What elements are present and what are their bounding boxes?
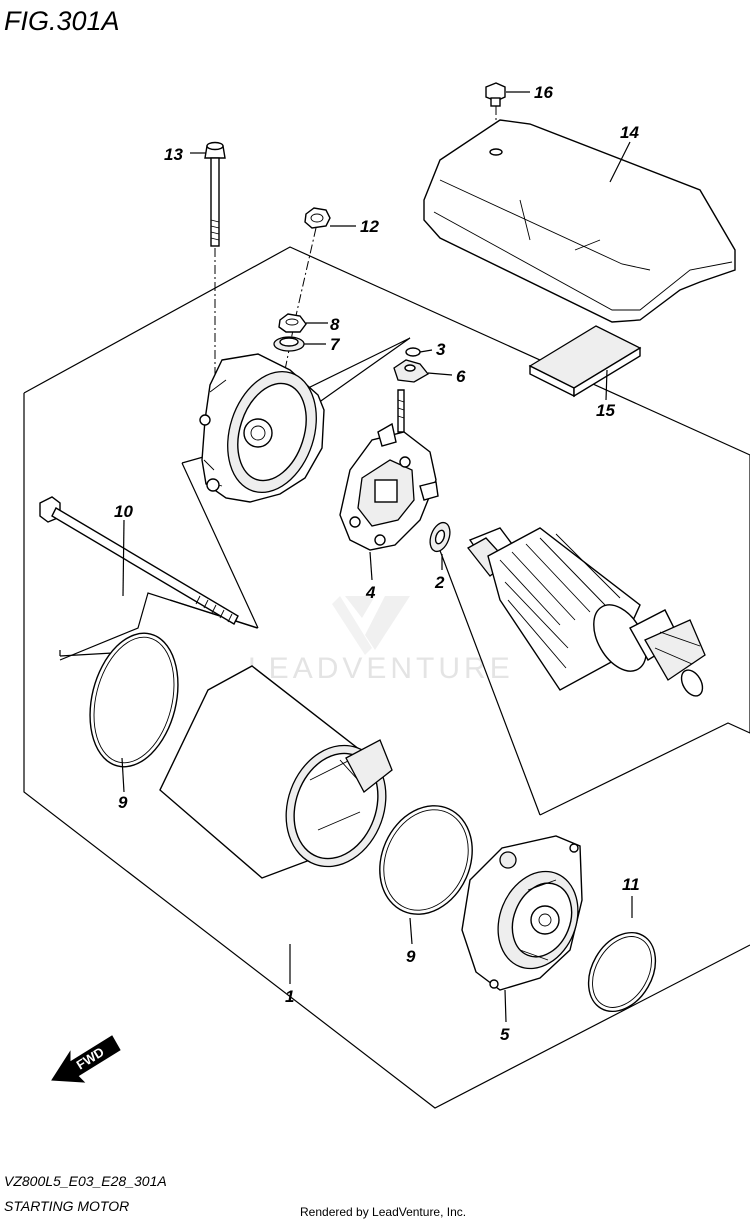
callout-15: 15 [596,401,615,420]
part-10-through-bolt [39,496,239,625]
callout-16: 16 [534,83,553,102]
part-13-bolt [204,141,226,247]
part-11-o-ring [587,931,657,1013]
part-2-washer [429,521,451,553]
callout-6: 6 [456,367,466,386]
part-7-washer [273,336,305,352]
callout-13: 13 [164,145,183,164]
part-armature [467,527,706,697]
callout-12: 12 [360,217,379,236]
part-15-pad [528,325,642,398]
part-16-bolt [485,82,506,107]
callout-9-left: 9 [118,793,128,812]
callout-1: 1 [285,987,294,1006]
part-3-o-ring [405,347,421,357]
figure-title: FIG.301A [4,6,120,36]
part-9-o-ring-right-inner [383,809,469,911]
callout-4: 4 [365,583,376,602]
callout-9-right: 9 [406,947,416,966]
callout-3: 3 [436,340,446,359]
callout-5: 5 [500,1025,510,1044]
part-rear-housing [199,353,325,503]
part-5-front-housing [461,835,583,991]
leader-lines [121,91,633,1023]
callout-7: 7 [330,335,341,354]
fwd-arrow: FWD [51,1035,121,1083]
callout-2: 2 [434,573,445,592]
fwd-arrow-icon [51,1035,121,1083]
callout-10: 10 [114,502,133,521]
callout-8: 8 [330,315,340,334]
part-6-terminal [393,359,429,383]
part-9-o-ring-left-inner [93,636,175,764]
part-8-nut [278,313,307,333]
watermark-text: LEADVENTURE [248,652,514,685]
part-12-nut [304,207,331,229]
part-9-o-ring-right [379,805,473,915]
assembly-outline [23,246,750,1109]
credit-line: Rendered by LeadVenture, Inc. [300,1205,466,1219]
callout-14: 14 [620,123,639,142]
model-code: VZ800L5_E03_E28_301A [4,1173,167,1189]
callout-11: 11 [622,875,640,894]
watermark-logo-icon [332,596,410,655]
part-9-o-ring-left [89,632,179,768]
part-1-yoke [159,665,393,879]
reference-line-cap [299,337,411,404]
section-name: STARTING MOTOR [4,1198,129,1214]
part-4-brush-holder [339,389,439,551]
part-14-cover [423,119,736,323]
watermark: LEADVENTURE [248,596,514,685]
part-11-o-ring-inner [592,936,652,1008]
